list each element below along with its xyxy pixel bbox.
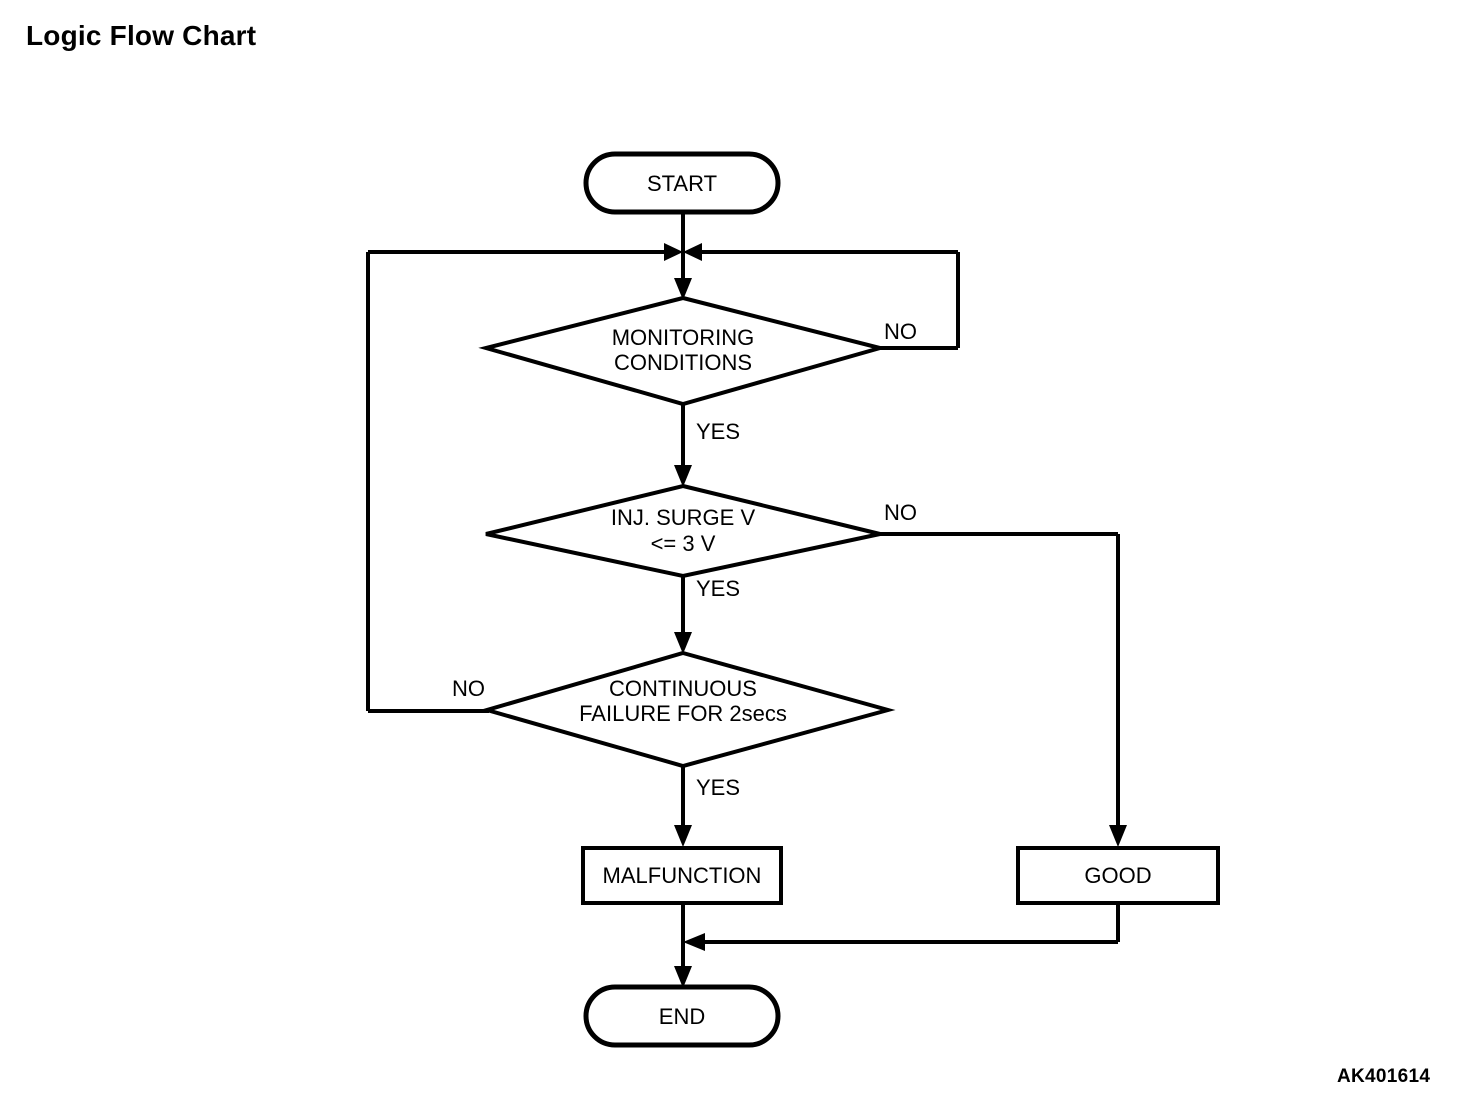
figure-code: AK401614 [1337, 1066, 1431, 1087]
edge-continuous-yes: YES [674, 766, 740, 847]
continuous-label-line2: FAILURE FOR 2secs [579, 701, 787, 726]
edge-label-continuous-no: NO [452, 676, 485, 701]
loopback-left-arrowhead-icon [664, 243, 683, 261]
monitoring-label-line2: CONDITIONS [614, 350, 752, 375]
edge-monitoring-yes: YES [674, 404, 740, 487]
surge-label-line1: INJ. SURGE V [611, 505, 756, 530]
edge-label-continuous-yes: YES [696, 775, 740, 800]
loopback-right-arrowhead-icon [683, 243, 702, 261]
malfunction-box-shape [581, 846, 783, 905]
start-label: START [647, 171, 717, 196]
node-inj-surge-v[interactable]: INJ. SURGE V <= 3 V [485, 483, 881, 579]
end-terminal-shape [583, 984, 781, 1048]
node-continuous-failure[interactable]: CONTINUOUS FAILURE FOR 2secs [479, 650, 896, 769]
edge-label-surge-no: NO [884, 500, 917, 525]
edge-start-arrowhead-icon [674, 278, 692, 300]
edge-surge-no: NO [878, 500, 1127, 847]
loopback-bus [366, 243, 960, 711]
edge-label-surge-yes: YES [696, 576, 740, 601]
surge-label-line2: <= 3 V [651, 531, 716, 556]
edge-continuous-yes-arrowhead-icon [674, 825, 692, 847]
edge-label-monitoring-no: NO [884, 319, 917, 344]
node-start[interactable]: START [583, 151, 781, 215]
continuous-label-line1: CONTINUOUS [609, 676, 757, 701]
good-box-shape [1016, 846, 1220, 905]
edge-surge-no-arrowhead-icon [1109, 825, 1127, 847]
node-monitoring-conditions[interactable]: MONITORING CONDITIONS [478, 295, 888, 407]
malfunction-label: MALFUNCTION [603, 863, 762, 888]
page-title: Logic Flow Chart [26, 20, 257, 51]
edge-monitoring-yes-arrowhead-icon [674, 465, 692, 487]
monitoring-label-line1: MONITORING [612, 325, 755, 350]
edge-surge-yes-arrowhead-icon [674, 632, 692, 654]
edge-good-to-end [683, 903, 1120, 951]
good-label: GOOD [1084, 863, 1151, 888]
edge-monitoring-no: NO [878, 319, 958, 350]
edge-surge-yes: YES [674, 576, 740, 654]
end-label: END [659, 1004, 705, 1029]
edge-malfunction-to-end [674, 903, 692, 988]
edge-label-monitoring-yes: YES [696, 419, 740, 444]
edge-continuous-no: NO [368, 676, 489, 713]
node-good[interactable]: GOOD [1016, 846, 1220, 905]
edge-start-to-monitoring [674, 212, 692, 300]
edge-malfunction-arrowhead-icon [674, 966, 692, 988]
edge-good-merge-arrowhead-icon [683, 933, 705, 951]
node-malfunction[interactable]: MALFUNCTION [581, 846, 783, 905]
node-end[interactable]: END [583, 984, 781, 1048]
